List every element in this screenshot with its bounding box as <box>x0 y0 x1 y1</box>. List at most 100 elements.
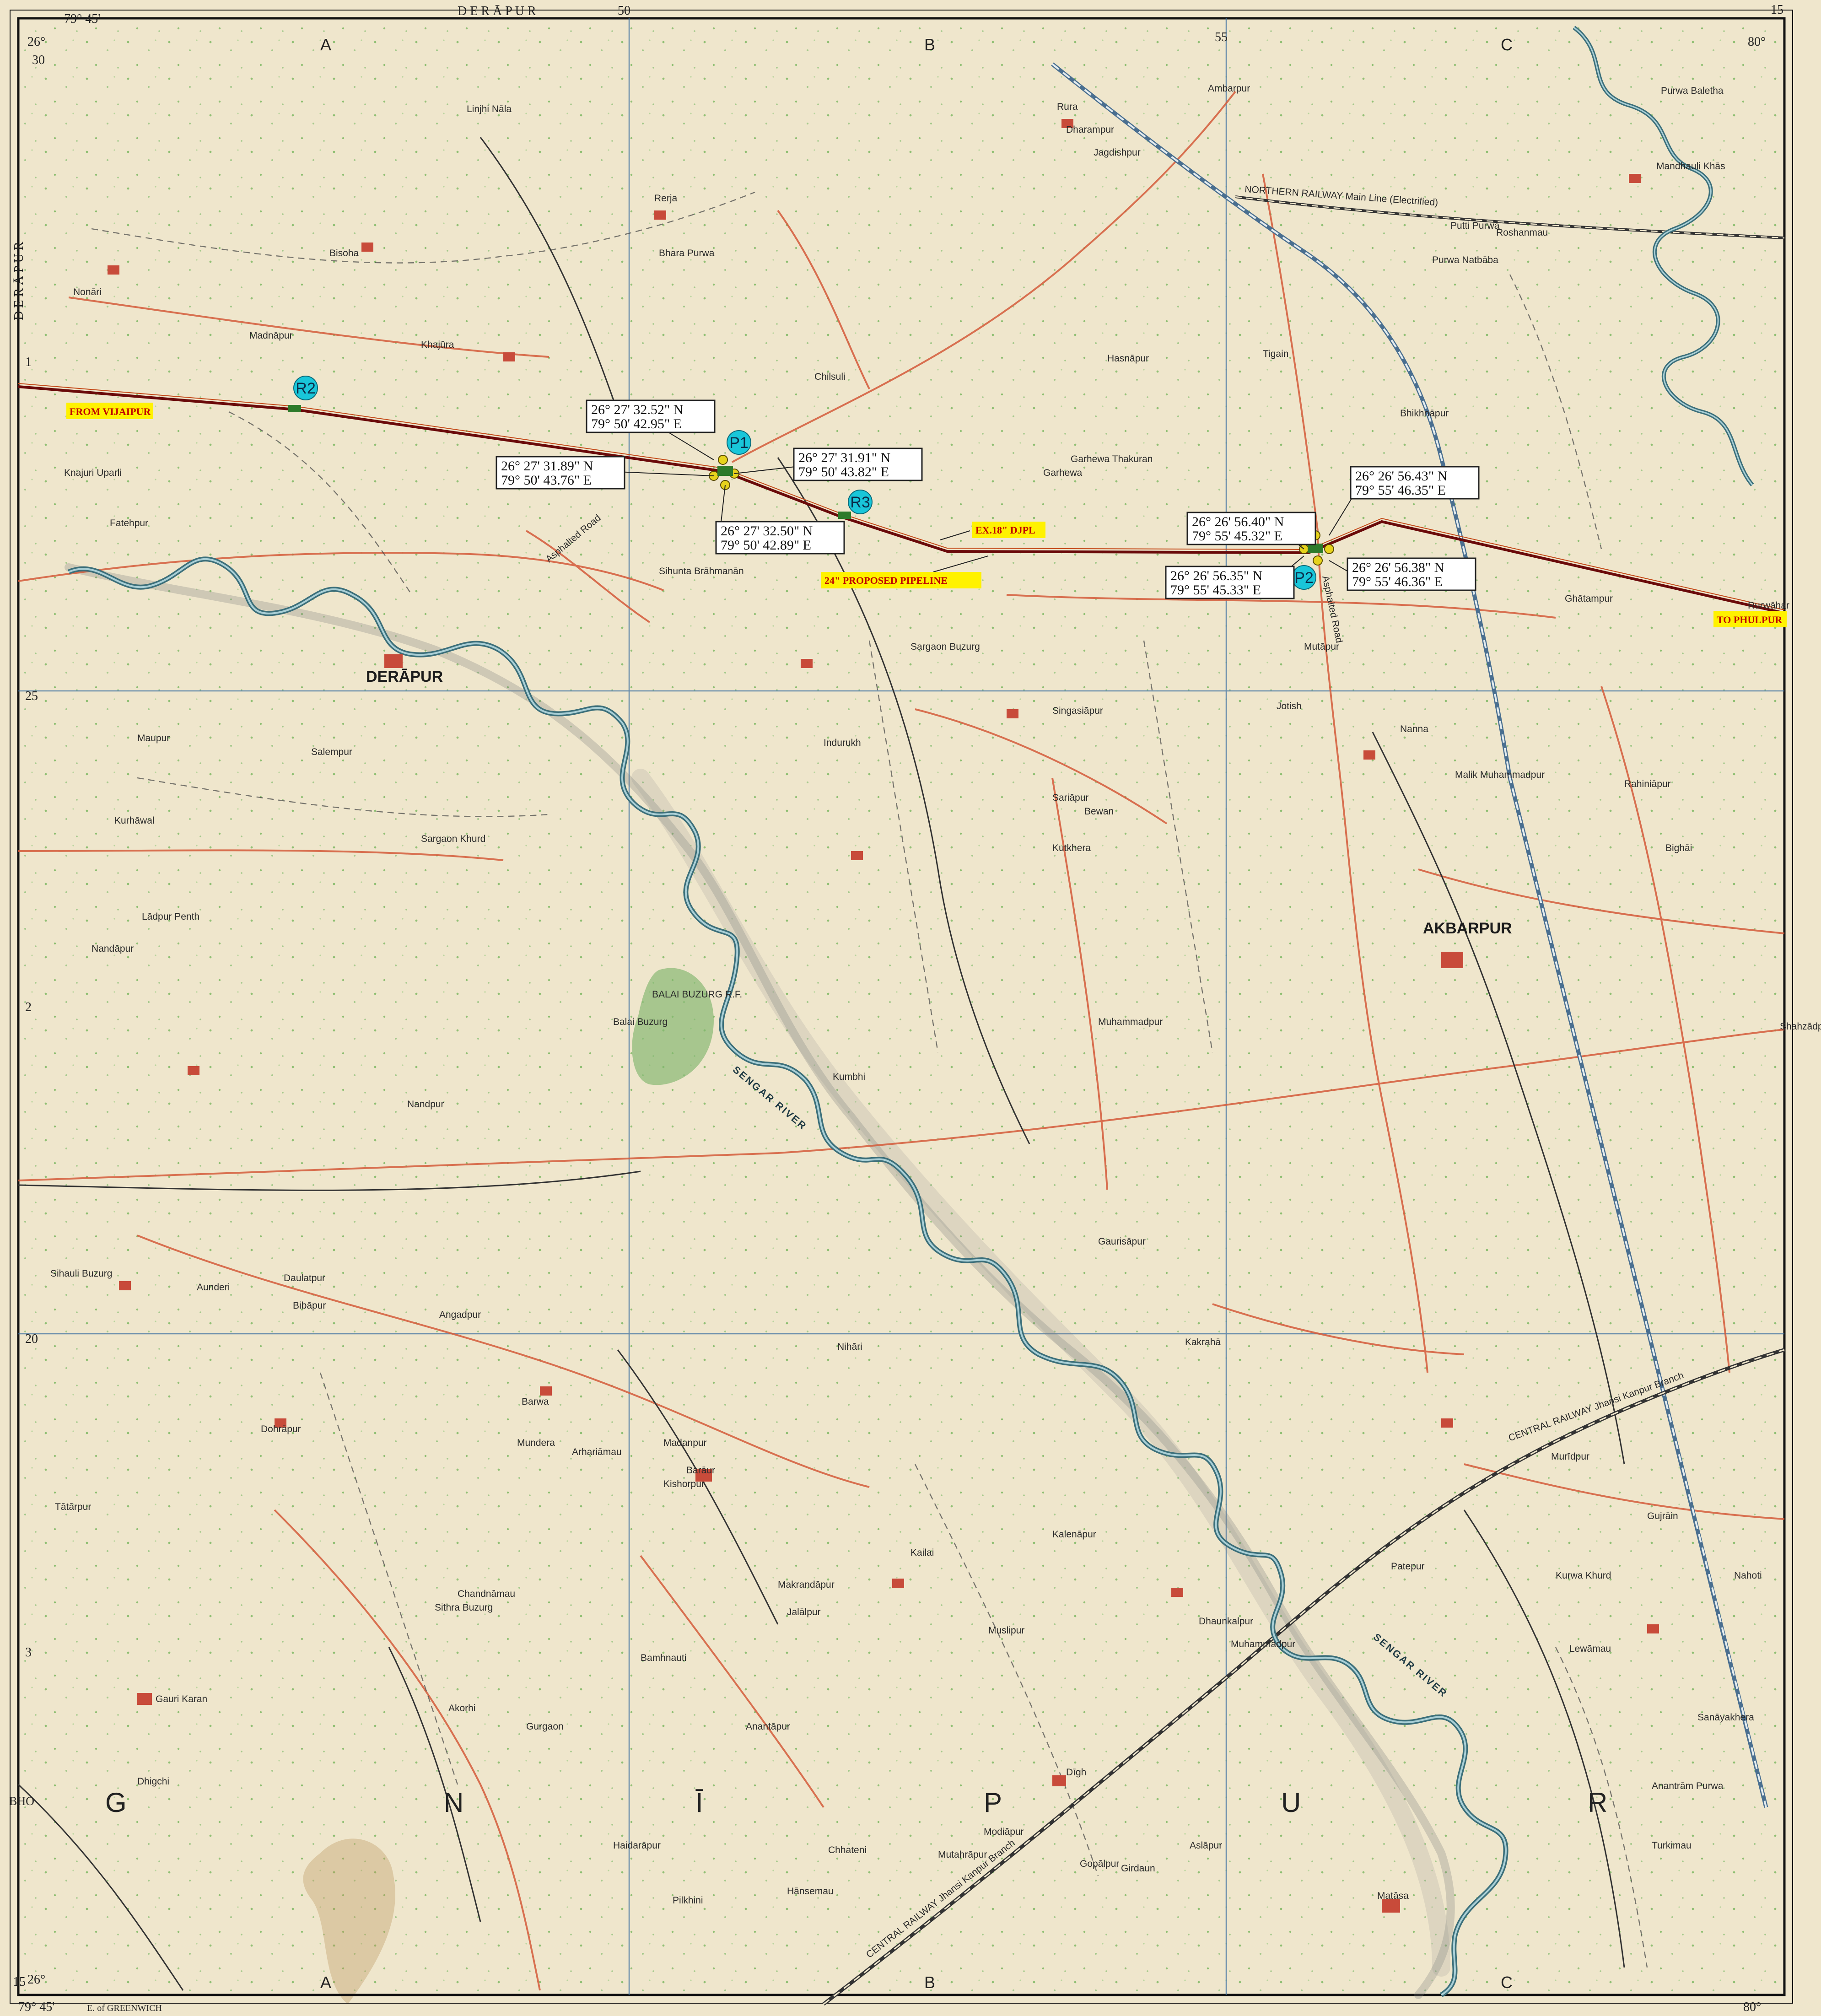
reserve-forest <box>632 968 714 1085</box>
left-margin-word: D E R Ā P U R <box>12 242 26 320</box>
bottom-letter-u: U <box>1281 1787 1301 1818</box>
proposed-pipeline-label-box <box>821 572 981 588</box>
coord-2-lat: 26° 27' 31.89" N <box>501 458 593 474</box>
village-label: Kakrahā <box>1185 1337 1221 1348</box>
village-label: Dohrāpur <box>261 1424 301 1434</box>
village-label: Bibāpur <box>293 1300 326 1311</box>
coord-box-5: 26° 26' 56.43" N 79° 55' 46.35" E <box>1350 466 1480 500</box>
village-label: Maupur <box>137 733 170 744</box>
corner-br: 80° <box>1743 2000 1761 2014</box>
village-label: Hasnāpur <box>1107 353 1149 364</box>
crossing-r2-symbol <box>288 405 301 412</box>
village-label: Aslāpur <box>1190 1840 1222 1851</box>
top-margin-word: D E R Ā P U R <box>458 4 536 18</box>
from-label-box <box>66 403 153 419</box>
village-label: Mandhauli Khās <box>1656 161 1725 172</box>
corner-tr-lon: 80° <box>1748 35 1766 49</box>
village-label: Nanna <box>1400 724 1428 734</box>
village-label: Sargaon Khurd <box>421 834 485 844</box>
village-label: Kutkhera <box>1052 843 1091 853</box>
village-label: Dīgh <box>1066 1767 1086 1778</box>
village-label: Kurhāwal <box>114 815 155 826</box>
grid-col-top-b: B <box>924 35 935 54</box>
village-label: Putti Purwa <box>1450 221 1500 231</box>
village-label: Chandnāmau <box>458 1589 515 1599</box>
coord-5-lon: 79° 55' 46.35" E <box>1355 483 1446 498</box>
village-label: Jagdishpur <box>1094 147 1141 158</box>
grid-col-bottom-c: C <box>1501 1973 1513 1992</box>
village-label: Jotish <box>1277 701 1302 712</box>
page-number: 15 <box>1771 3 1783 17</box>
village-label: Bhara Purwa <box>659 248 715 259</box>
village-label: Bisoha <box>329 248 359 259</box>
village-label: Sanāyakhera <box>1697 1712 1754 1723</box>
bottom-letter-p: P <box>984 1787 1002 1818</box>
coord-6-lon: 79° 55' 45.32" E <box>1192 528 1282 544</box>
corner-bl-lat: 26° <box>27 1973 45 1987</box>
village-label: Bhikhnāpur <box>1400 408 1449 419</box>
village-label: Kumbhi <box>833 1072 865 1082</box>
village-label: Chilsuli <box>814 372 846 382</box>
coord-box-2: 26° 27' 31.89" N 79° 50' 43.76" E <box>496 456 625 490</box>
village-label: Matāsa <box>1377 1891 1409 1901</box>
crossing-p1-symbol <box>717 466 733 476</box>
grid-row-1: 1 <box>25 355 32 369</box>
village-label: Gurgaon <box>526 1721 564 1732</box>
coord-6-lat: 26° 26' 56.40" N <box>1192 514 1284 529</box>
village-label: Rahiniāpur <box>1624 779 1671 789</box>
village-label: Nonāri <box>73 287 102 297</box>
village-label: Tigain <box>1263 349 1288 359</box>
village-label: Malik Muhammadpur <box>1455 770 1545 780</box>
village-label: Barāur <box>686 1465 715 1476</box>
marker-p2-label: P2 <box>1294 569 1314 587</box>
village-label: Gopālpur <box>1080 1859 1119 1869</box>
canals <box>17 137 1625 1991</box>
village-labels: NonāriBisohaKhajūraMadnāpurRerjaChilsuli… <box>50 83 1821 1906</box>
village-label: Sithra Buzurg <box>435 1602 493 1613</box>
bottom-letter-r: R <box>1588 1787 1607 1818</box>
village-label: Hānsemau <box>787 1886 834 1897</box>
coord-7-lon: 79° 55' 45.33" E <box>1170 582 1261 598</box>
village-label: Lādpur Penth <box>142 911 199 922</box>
corner-tl-lat: 26° <box>27 35 45 49</box>
cart-tracks <box>91 191 1648 1968</box>
village-label: Turkimau <box>1652 1840 1692 1851</box>
village-label: Gauri Karan <box>156 1694 207 1704</box>
bottom-letter-n: N <box>444 1787 463 1818</box>
village-label: Madnāpur <box>249 330 293 341</box>
to-label-box <box>1713 611 1787 627</box>
village-label: Girdaun <box>1121 1863 1155 1874</box>
from-label: FROM VIJAIPUR <box>70 406 151 417</box>
village-label: Makrandāpur <box>778 1579 835 1590</box>
village-label: Nandāpur <box>92 943 134 954</box>
village-label: Roshanmau <box>1496 227 1548 238</box>
village-label: Garhewa Thakuran <box>1071 454 1153 464</box>
village-label: Fatehpur <box>110 518 148 528</box>
coord-box-4: 26° 27' 32.50" N 79° 50' 42.89" E <box>715 521 845 555</box>
village-label: Sihunta Brāhmanān <box>659 566 744 577</box>
coord-4-lon: 79° 50' 42.89" E <box>721 538 811 553</box>
village-label: Rurwāhar <box>1748 600 1789 611</box>
village-label: Jalālpur <box>787 1607 821 1617</box>
bottom-letter-bho: BHO <box>9 1795 34 1808</box>
village-label: Kailai <box>910 1547 934 1558</box>
village-label: Tātārpur <box>55 1502 91 1512</box>
village-label: Mundera <box>517 1438 555 1448</box>
map-frame <box>17 17 1786 1996</box>
grid-col-top-a: A <box>320 35 331 54</box>
village-label: Modiāpur <box>984 1827 1024 1837</box>
village-label: Madanpur <box>663 1438 707 1448</box>
village-label: Sargaon Buzurg <box>910 641 980 652</box>
village-label: Muhammadpur <box>1231 1639 1295 1649</box>
village-label: Dhigchi <box>137 1776 169 1787</box>
marker-r2: R2 <box>293 376 318 400</box>
village-label: Aunderi <box>197 1282 230 1293</box>
village-label: Bewan <box>1084 806 1114 817</box>
village-label: Chhateni <box>828 1845 867 1855</box>
village-label: Dharampur <box>1066 124 1114 135</box>
grid-lines <box>18 18 1784 1995</box>
railway-lines <box>822 62 1785 2006</box>
proposed-pipeline-label: 24" PROPOSED PIPELINE <box>824 575 948 586</box>
village-label: Lewāmau <box>1569 1644 1611 1654</box>
